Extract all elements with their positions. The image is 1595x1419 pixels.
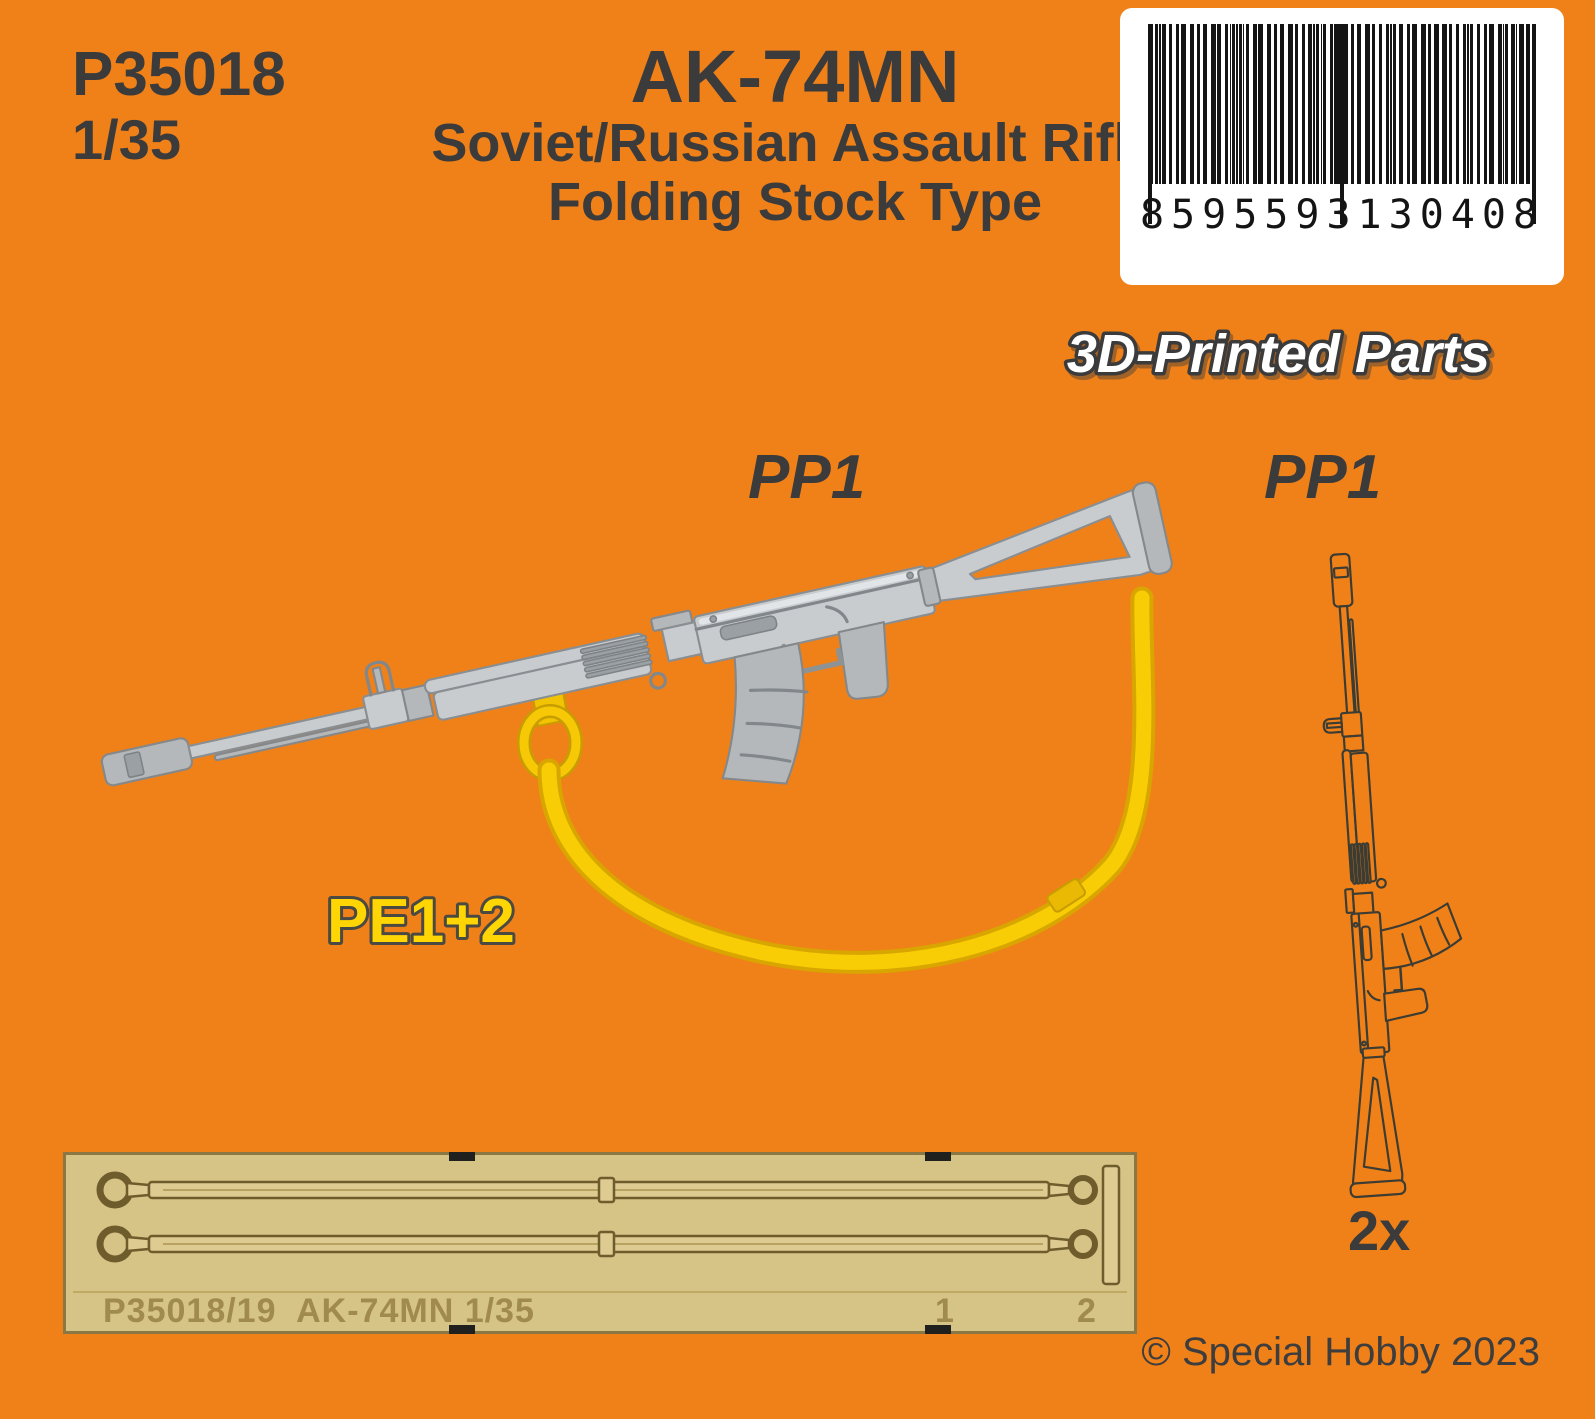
barcode: 8595593130408 [1120,8,1564,285]
pe-fret: P35018/19 AK-74MN 1/35 1 2 [63,1152,1137,1334]
title-block: AK-74MN Soviet/Russian Assault Rifle Fol… [300,40,1290,233]
rifle-render-svg [100,481,1173,974]
badge-3d-printed-parts: 3D-Printed Parts [1063,321,1493,388]
pe-label-text: PE1+2 [327,887,515,956]
part-label-pe: PE1+2 [324,884,518,959]
part-label-pp1-render: PP1 [748,443,866,512]
rifle-render [100,481,1173,787]
page-title: AK-74MN [630,35,960,118]
badge-3d-text: 3D-Printed Parts [1067,324,1490,384]
barcode-guard-left [1148,24,1152,224]
barcode-digits: 8595593130408 [1139,192,1545,238]
fret-etched-text: P35018/19 AK-74MN 1/35 [103,1292,535,1330]
copyright: © Special Hobby 2023 [1141,1330,1540,1374]
barcode-guard-right [1532,24,1536,224]
rifle-line-drawing-svg [1322,552,1463,1199]
subtitle-line2: Folding Stock Type [547,172,1042,233]
barcode-guard-center [1340,24,1344,224]
fret-part-number-1: 1 [935,1292,955,1330]
subtitle-line1: Soviet/Russian Assault Rifle [431,113,1159,173]
part-label-pp1-drawing: PP1 [1264,443,1382,512]
product-scale: 1/35 [72,108,181,172]
fret-part-number-2: 2 [1077,1292,1097,1330]
pe-sling-parts [96,1164,1121,1286]
product-code-block: P35018 1/35 [72,42,286,170]
rifle-line-drawing [1322,552,1463,1199]
quantity-label: 2x [1348,1199,1411,1262]
product-code: P35018 [72,40,286,109]
